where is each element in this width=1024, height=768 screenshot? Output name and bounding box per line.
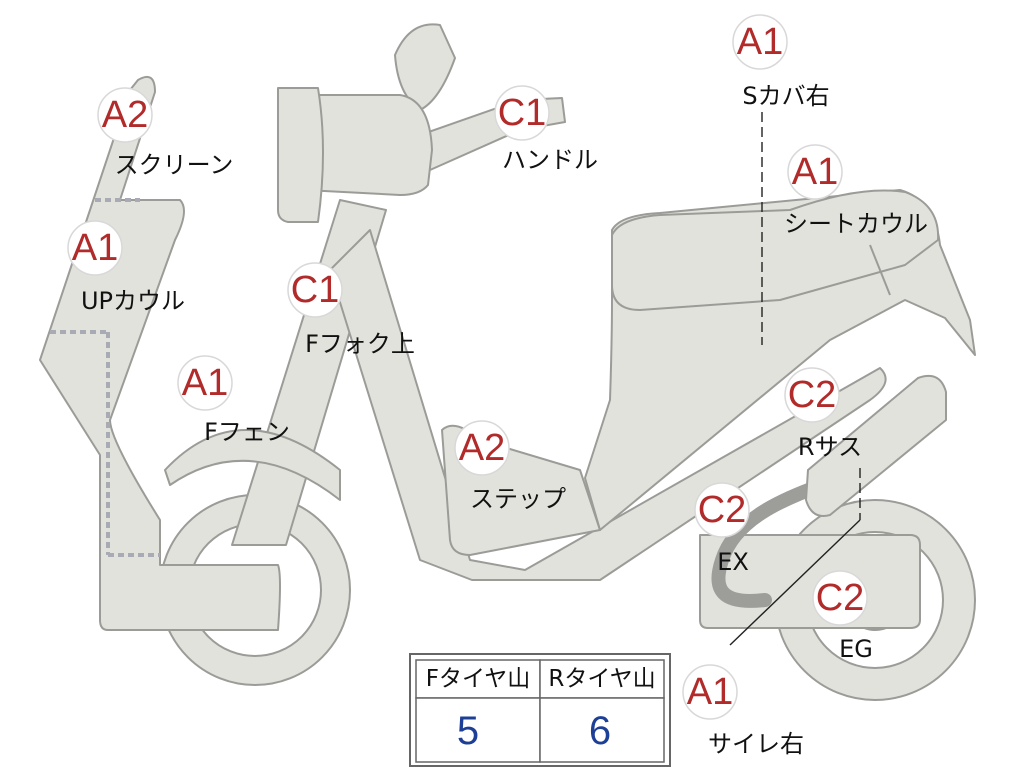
- part-name: ステップ: [470, 485, 566, 513]
- grade-badge: C2: [698, 489, 747, 531]
- grade-badge: C2: [816, 577, 865, 619]
- tire-tread-table: Fタイヤ山 Rタイヤ山 5 6: [409, 653, 671, 767]
- label-silencer-right: A1 サイレ右: [682, 664, 804, 758]
- rear-tire-header: Rタイヤ山: [548, 666, 655, 692]
- grade-badge: A2: [459, 427, 505, 469]
- grade-badge: A1: [182, 362, 228, 404]
- label-exhaust: C2 EX: [694, 482, 750, 576]
- exhaust-pipe: [711, 478, 829, 608]
- part-name: サイレ右: [708, 730, 804, 758]
- label-up-cowl: A1 UPカウル: [67, 220, 185, 315]
- part-name: Fフォク上: [305, 330, 415, 358]
- grade-badge: C2: [788, 374, 837, 416]
- part-name: スクリーン: [115, 151, 234, 179]
- mirror: [394, 23, 456, 111]
- part-name: ハンドル: [502, 146, 598, 174]
- grade-badge: A1: [792, 151, 838, 193]
- front-cowl: [39, 76, 281, 631]
- label-step: A2 ステップ: [454, 420, 566, 513]
- label-r-suspension: C2 Rサス: [784, 367, 862, 461]
- grade-badge: A1: [72, 227, 118, 269]
- part-name: EX: [717, 548, 749, 576]
- front-tire-value: 5: [457, 709, 479, 753]
- grade-badge: A1: [687, 671, 733, 713]
- label-handle: C1 ハンドル: [494, 85, 598, 174]
- rear-suspension: [805, 374, 947, 517]
- front-tire-header: Fタイヤ山: [426, 666, 531, 692]
- handle-grip: [277, 87, 324, 223]
- headlight-housing: [299, 94, 433, 196]
- front-fender: [164, 429, 341, 501]
- frame-body: [329, 229, 887, 581]
- label-f-fender: A1 Fフェン: [177, 355, 290, 446]
- label-s-cover-right: A1 Sカバ右: [732, 14, 830, 110]
- rear-tire-value: 6: [589, 709, 611, 753]
- part-name: シートカウル: [784, 210, 928, 238]
- label-seat-cowl: A1 シートカウル: [784, 144, 928, 238]
- label-engine: C2 EG: [812, 570, 873, 663]
- grade-badge: C1: [291, 269, 340, 311]
- seat: [611, 189, 940, 311]
- label-screen: A2 スクリーン: [97, 87, 234, 179]
- grade-badge: A1: [737, 21, 783, 63]
- part-name: UPカウル: [81, 287, 185, 315]
- grade-badge: A2: [102, 94, 148, 136]
- label-f-fork-upper: C1 Fフォク上: [287, 262, 415, 358]
- part-name: Sカバ右: [742, 82, 829, 110]
- part-name: Fフェン: [204, 418, 290, 446]
- part-name: EG: [839, 635, 873, 663]
- part-name: Rサス: [798, 433, 862, 461]
- grade-badge: C1: [498, 92, 547, 134]
- leader-silencer: [729, 519, 861, 646]
- rear-tire-value-cell: [539, 697, 665, 763]
